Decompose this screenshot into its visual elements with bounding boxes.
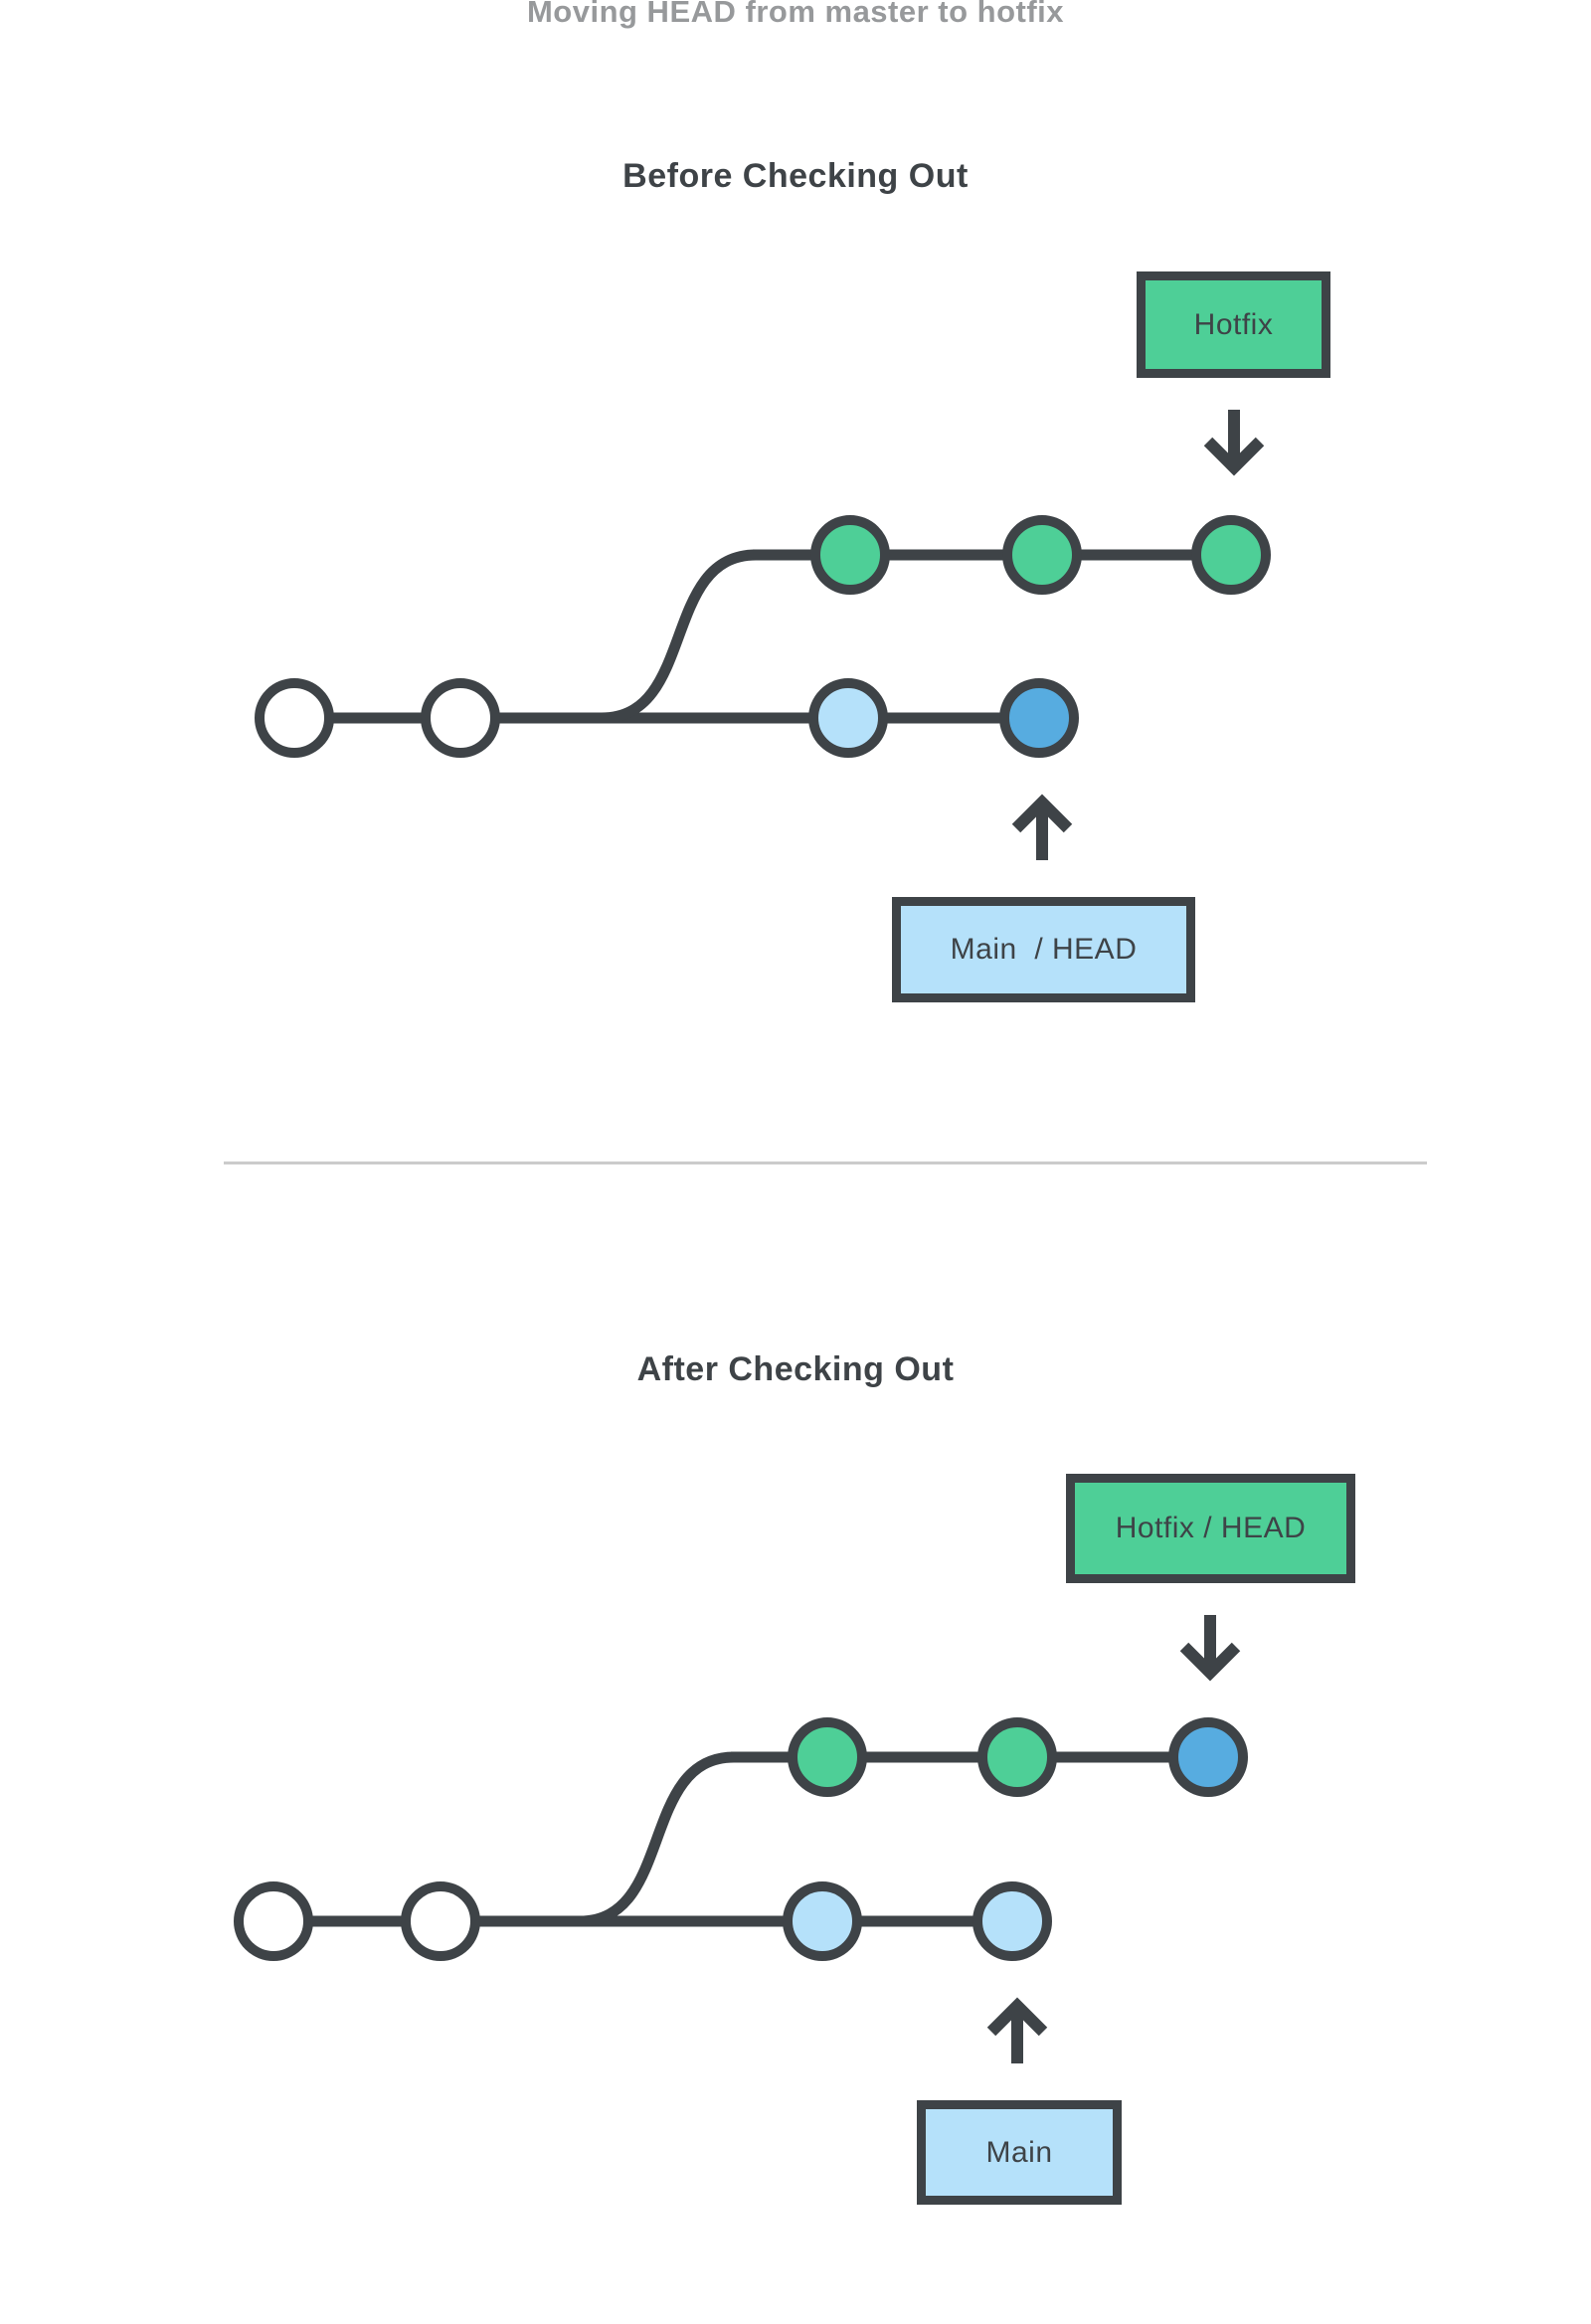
arrow-up-icon <box>986 1997 1048 2063</box>
main-head-label-text: Main / HEAD <box>950 933 1138 966</box>
commit-node <box>788 1717 867 1797</box>
hotfix-head-label: Hotfix / HEAD <box>1066 1474 1355 1583</box>
after-panel-heading: After Checking Out <box>636 1350 955 1388</box>
before-panel-heading: Before Checking Out <box>622 157 969 195</box>
commit-node <box>810 515 890 595</box>
commit-node <box>401 1881 480 1961</box>
commit-node <box>421 678 500 758</box>
branch-curve <box>579 1751 735 1927</box>
commit-node <box>1168 1717 1248 1797</box>
arrow-down-icon <box>1179 1615 1241 1682</box>
arrow-down-icon <box>1203 410 1265 476</box>
commit-node <box>783 1881 862 1961</box>
hotfix-branch-label-text: Hotfix <box>1193 307 1274 341</box>
branch-curve <box>601 549 757 724</box>
hotfix-branch-label: Hotfix <box>1137 271 1330 378</box>
arrow-up-icon <box>1011 794 1073 860</box>
commit-node <box>234 1881 313 1961</box>
commit-node <box>1191 515 1271 595</box>
commit-node <box>972 1881 1052 1961</box>
commit-node <box>977 1717 1057 1797</box>
commit-node <box>1002 515 1082 595</box>
page-title: Moving HEAD from master to hotfix <box>526 0 1065 29</box>
commit-node <box>255 678 334 758</box>
main-label: Main <box>917 2100 1122 2205</box>
commit-node <box>999 678 1079 758</box>
hotfix-head-label-text: Hotfix / HEAD <box>1115 1512 1307 1544</box>
main-head-label: Main / HEAD <box>892 897 1195 1002</box>
commit-node <box>808 678 888 758</box>
panel-divider <box>224 1162 1427 1164</box>
main-label-text: Main <box>985 2135 1053 2169</box>
